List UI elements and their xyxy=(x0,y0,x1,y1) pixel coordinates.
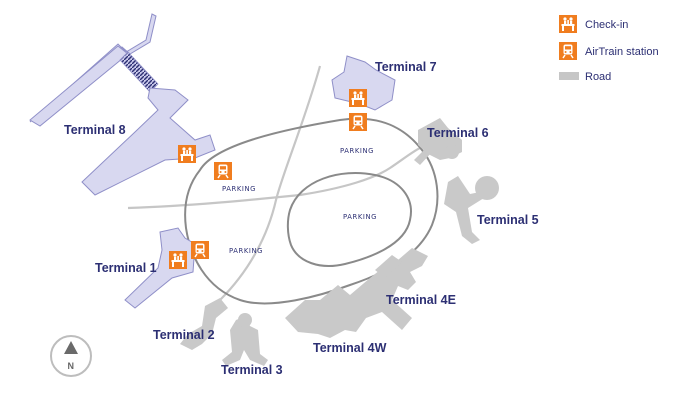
parking-label: PARKING xyxy=(340,147,374,155)
terminal-1-building[interactable] xyxy=(124,227,196,309)
airtrain-icon[interactable] xyxy=(348,112,368,132)
parking-label: PARKING xyxy=(229,247,263,255)
checkin-icon[interactable] xyxy=(169,251,187,269)
terminal-6-building[interactable] xyxy=(414,118,462,165)
legend-road-swatch xyxy=(559,72,579,80)
compass-n-label: N xyxy=(68,361,75,371)
legend-road-label: Road xyxy=(585,71,611,83)
terminal-2-building[interactable] xyxy=(180,298,228,350)
parking-label: PARKING xyxy=(343,213,377,221)
legend-checkin-icon xyxy=(559,15,577,33)
terminal-4-building[interactable] xyxy=(285,248,428,338)
terminal-7-building[interactable] xyxy=(331,55,396,111)
airtrain-icon[interactable] xyxy=(213,161,233,181)
terminal-4w-label[interactable]: Terminal 4W xyxy=(313,341,387,355)
airtrain-icon[interactable] xyxy=(190,240,210,260)
terminal-8-building[interactable] xyxy=(29,13,216,196)
terminal-3-building[interactable] xyxy=(222,313,268,366)
terminal-2-label[interactable]: Terminal 2 xyxy=(153,328,215,342)
legend-airtrain-icon xyxy=(558,41,578,61)
terminal-8-label[interactable]: Terminal 8 xyxy=(64,123,126,137)
road-west-east xyxy=(127,147,421,210)
checkin-icon[interactable] xyxy=(178,145,196,163)
north-compass-icon: N xyxy=(50,335,92,377)
road-north-south xyxy=(219,65,322,301)
legend: Check-in AirTrain station Road xyxy=(558,15,659,83)
parking-label: PARKING xyxy=(222,185,256,193)
legend-airtrain-label: AirTrain station xyxy=(585,46,659,58)
terminal-1-label[interactable]: Terminal 1 xyxy=(95,261,157,275)
terminal-6-label[interactable]: Terminal 6 xyxy=(427,126,489,140)
legend-checkin-label: Check-in xyxy=(585,19,628,31)
terminal-3-label[interactable]: Terminal 3 xyxy=(221,363,283,377)
terminal-7-label[interactable]: Terminal 7 xyxy=(375,60,437,74)
loop-road-inner xyxy=(286,172,412,267)
checkin-icon[interactable] xyxy=(349,89,367,107)
terminal-5-label[interactable]: Terminal 5 xyxy=(477,213,539,227)
terminal-5-building[interactable] xyxy=(444,176,499,244)
terminal-4e-label[interactable]: Terminal 4E xyxy=(386,293,456,307)
